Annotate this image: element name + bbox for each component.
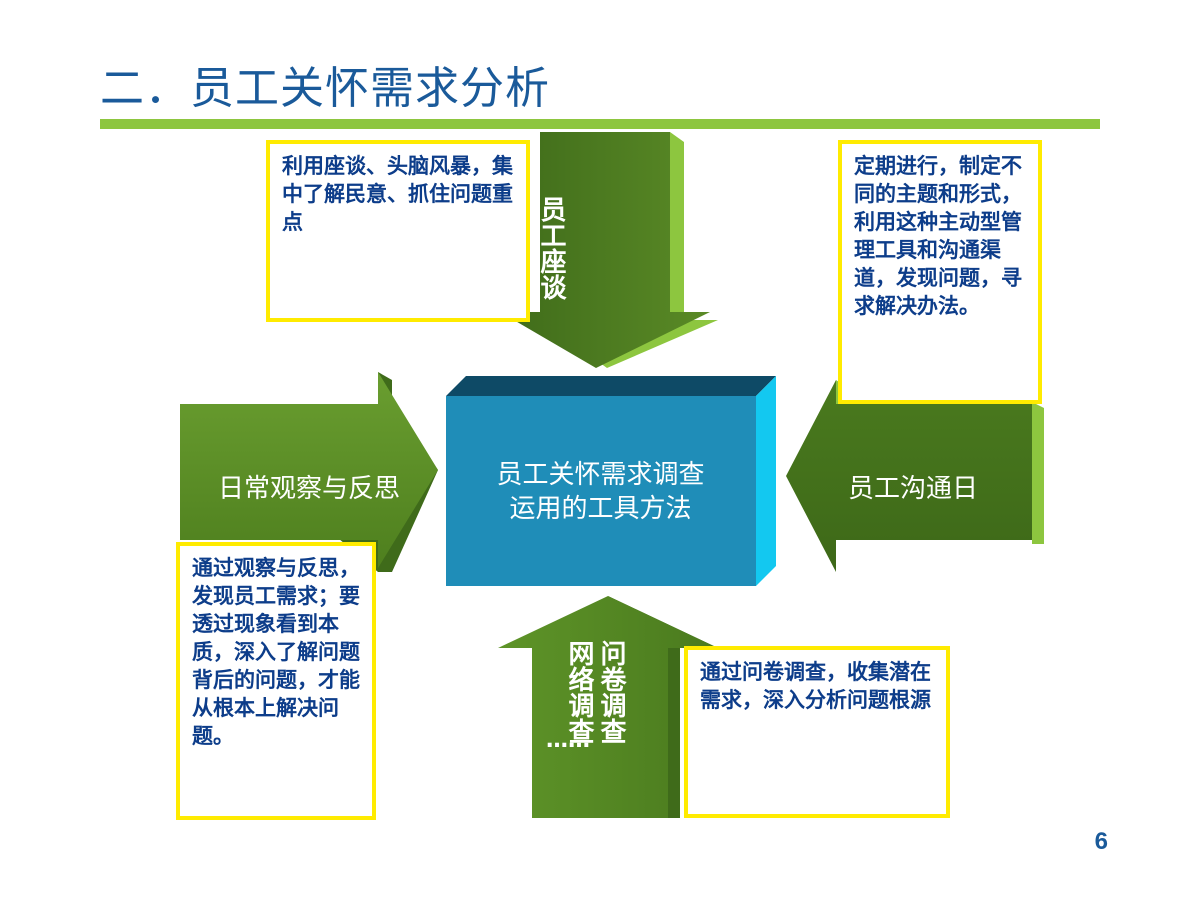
page-number: 6 xyxy=(1094,828,1108,855)
note-top-right: 定期进行，制定不同的主题和形式，利用这种主动型管理工具和沟通渠道，发现问题，寻求… xyxy=(838,140,1042,404)
top-arrow-label: 员工座谈 xyxy=(536,196,566,300)
note-top-left: 利用座谈、头脑风暴，集中了解民意、抓住问题重点 xyxy=(266,140,530,322)
left-arrow xyxy=(180,372,438,572)
bottom-arrow-label-2: 网络调查 xyxy=(564,640,594,744)
note-bottom-right: 通过问卷调查，收集潜在需求，深入分析问题根源 xyxy=(684,646,950,818)
center-line-2: 运用的工具方法 xyxy=(509,494,692,524)
title-divider xyxy=(100,119,1100,129)
left-arrow-label: 日常观察与反思 xyxy=(218,474,401,504)
center-box xyxy=(446,376,776,586)
page-title: 二．员工关怀需求分析 xyxy=(100,63,550,114)
center-line-1: 员工关怀需求调查 xyxy=(496,460,705,490)
bottom-arrow xyxy=(498,596,718,818)
right-arrow-label: 员工沟通日 xyxy=(848,474,979,504)
center-box-text: 员工关怀需求调查 运用的工具方法 xyxy=(448,458,753,526)
bottom-arrow-ellipsis: …… xyxy=(546,728,590,753)
top-arrow xyxy=(500,132,718,368)
note-bottom-left: 通过观察与反思，发现员工需求；要透过现象看到本质，深入了解问题背后的问题，才能从… xyxy=(176,542,376,820)
bottom-arrow-label-1: 问卷调查 xyxy=(596,640,626,744)
